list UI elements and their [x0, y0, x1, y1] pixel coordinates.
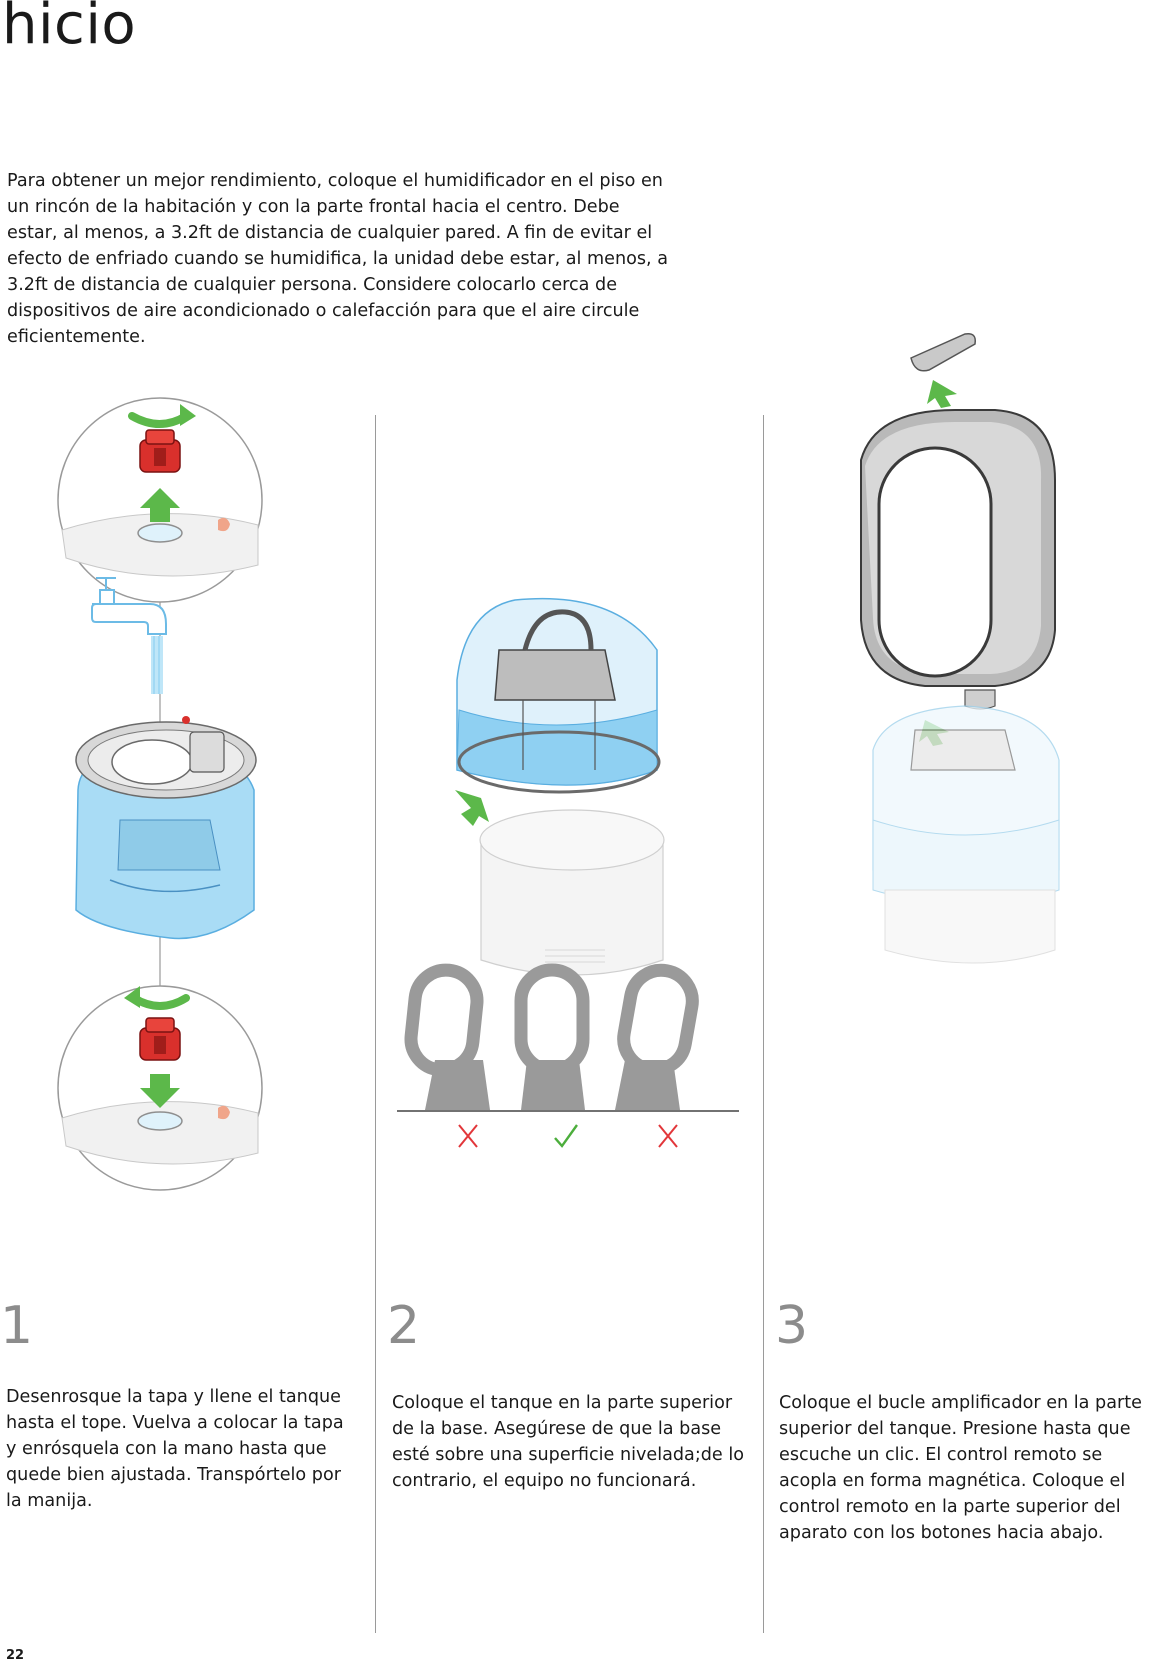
up-arrow-icon: [140, 488, 180, 522]
intro-paragraph: Para obtener un mejor rendimiento, coloq…: [7, 171, 669, 347]
rotate-arrow-icon: [128, 404, 196, 428]
step-3-text: Coloque el bucle amplificador en la part…: [779, 1393, 1142, 1543]
cap-icon: [139, 429, 181, 473]
water-tank: [75, 716, 257, 940]
loop-amplifier: [860, 409, 1056, 710]
tank-on-base: [872, 705, 1060, 964]
step-1-number: 1: [0, 1296, 34, 1356]
faucet-icon: [91, 577, 167, 694]
cap-icon: [139, 1017, 181, 1061]
cross-icon: [458, 1124, 478, 1148]
upright-loop: [514, 963, 590, 1110]
step-3-illustration: [860, 332, 1060, 964]
step-2-number: 2: [387, 1296, 421, 1356]
tilted-left-loop: [404, 963, 490, 1110]
page-title: hicio: [2, 0, 137, 57]
rotate-arrow-icon: [124, 986, 190, 1010]
column-divider-1: [375, 415, 376, 1633]
check-icon: [554, 1124, 578, 1148]
unscrew-cap-detail: [57, 397, 263, 603]
step-3-number: 3: [775, 1296, 809, 1356]
screw-cap-detail: [57, 985, 263, 1191]
cross-icon: [658, 1124, 678, 1148]
tilted-right-loop: [615, 963, 699, 1110]
tank-on-base: [455, 597, 665, 976]
step-2-text: Coloque el tanque en la parte superior d…: [392, 1393, 745, 1491]
step-1-illustration: [57, 397, 263, 1191]
down-arrow-icon: [140, 1074, 180, 1108]
page-number: 22: [6, 1648, 25, 1663]
remote-control: [910, 332, 977, 372]
step-1-text: Desenrosque la tapa y llene el tanque ha…: [6, 1387, 344, 1511]
column-divider-2: [763, 415, 764, 1633]
level-diagram: [397, 963, 739, 1148]
step-2-illustration: [397, 597, 739, 1148]
